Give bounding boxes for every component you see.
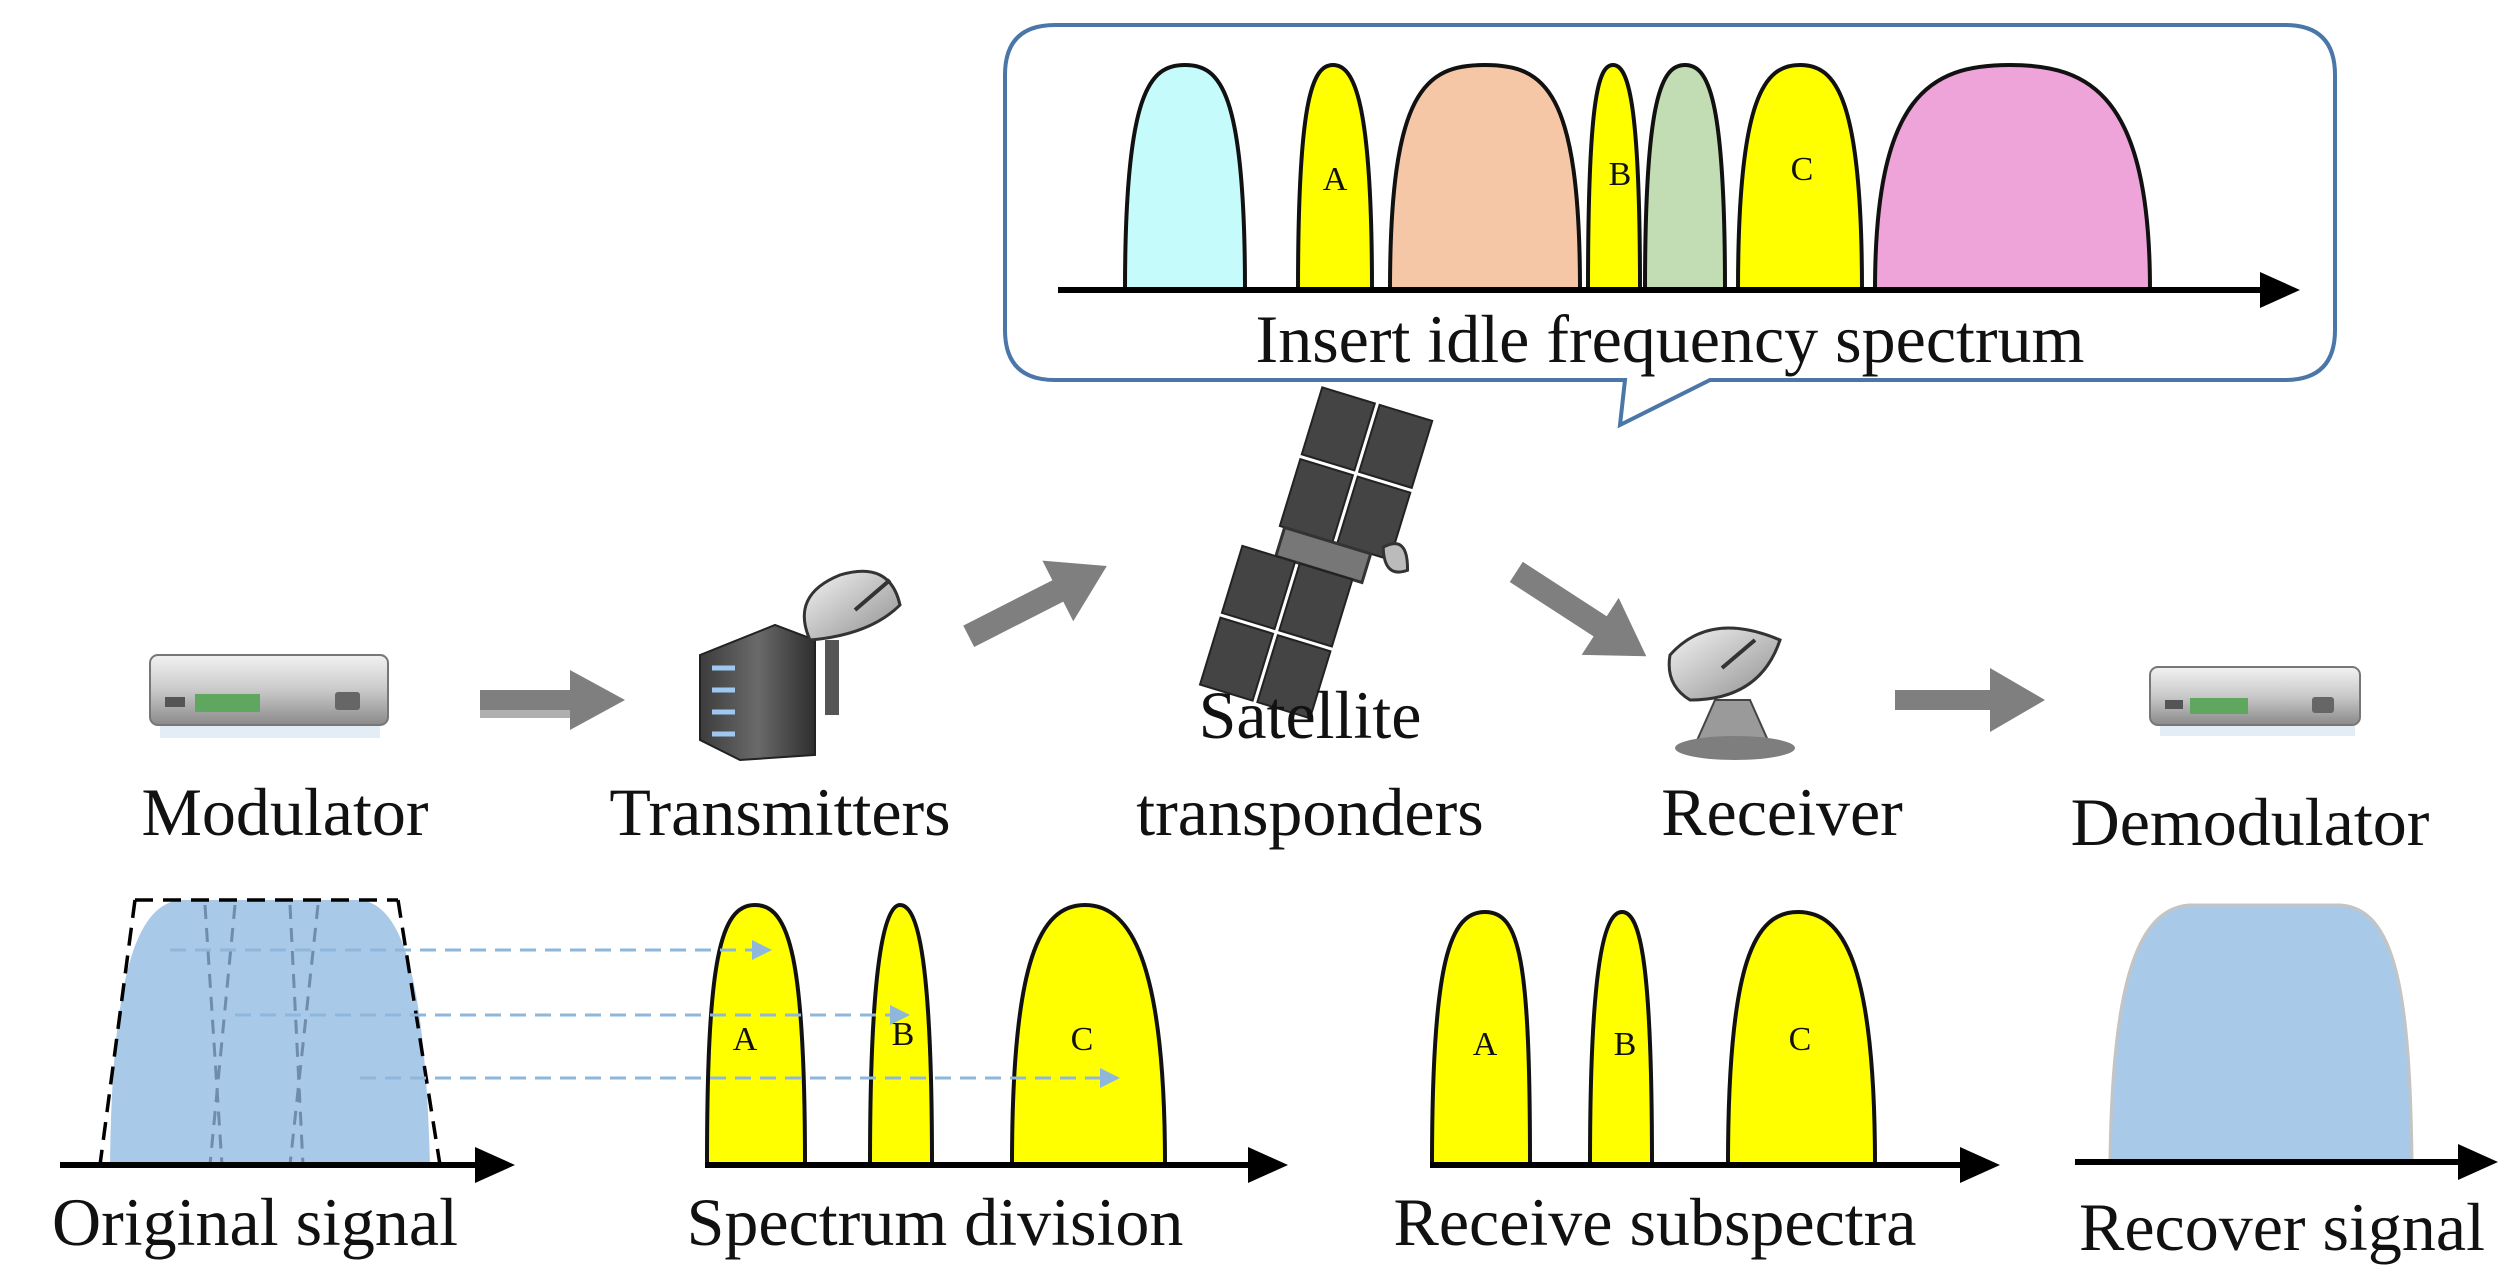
receive-subspectra-plot: A B C Receive subspectra	[1394, 909, 2000, 1260]
arrow-receiver-to-demodulator	[1895, 668, 2045, 732]
callout-axis-arrowhead	[2260, 272, 2300, 308]
callout-lobe-a-label: A	[1323, 161, 1348, 198]
recover-signal-axis-arrowhead	[2458, 1144, 2498, 1180]
arrow-satellite-to-receiver	[1509, 561, 1647, 657]
callout-lobe-b-label: B	[1609, 156, 1632, 193]
received-lobe-b-label: B	[1614, 1026, 1637, 1063]
received-lobe-b	[1587, 909, 1655, 1167]
arrow-modulator-to-transmitter-shade	[480, 710, 570, 718]
receive-subspectra-label: Receive subspectra	[1394, 1184, 1917, 1260]
callout-lobe-a	[1295, 62, 1375, 292]
callout-lobe-c	[1735, 62, 1865, 292]
idle-lobe-cyan	[1122, 62, 1248, 292]
division-lobe-c-label: C	[1071, 1021, 1094, 1058]
mapping-arrows	[170, 948, 1100, 1080]
arrow-transmitter-to-satellite	[963, 560, 1107, 648]
received-lobe-c	[1725, 909, 1878, 1167]
satellite-icon	[1198, 386, 1434, 720]
receive-subspectra-axis-arrowhead	[1960, 1147, 2000, 1183]
division-lobe-b-label: B	[892, 1016, 915, 1053]
original-signal-label: Original signal	[52, 1184, 458, 1260]
satellite-label-line1: Satellite	[1199, 677, 1422, 753]
demodulator-label: Demodulator	[2071, 784, 2430, 860]
satellite-dish-icon	[1381, 542, 1409, 574]
recovered-signal-shape	[2108, 903, 2414, 1164]
flow-arrows	[480, 560, 2045, 732]
idle-lobe-green	[1642, 62, 1728, 292]
recover-signal-label: Recover signal	[2079, 1189, 2485, 1265]
callout-lobe-b	[1585, 62, 1643, 292]
modulator-device-icon	[149, 654, 389, 738]
transmitter-dish-icon	[802, 569, 902, 642]
idle-lobe-peach	[1387, 62, 1583, 292]
original-signal-shape	[110, 900, 430, 1165]
idle-spectrum-callout: A B C Insert idle frequency spectrum	[1003, 23, 2337, 429]
received-lobe-a	[1429, 909, 1533, 1167]
division-lobe-c	[1009, 902, 1168, 1167]
spectrum-division-plot: A B C Spectrum division	[170, 902, 1288, 1260]
received-lobe-c-label: C	[1789, 1021, 1812, 1058]
callout-lobe-c-label: C	[1791, 151, 1814, 188]
division-lobe-a-label: A	[733, 1021, 758, 1058]
transmitters-label: Transmitters	[609, 774, 950, 850]
transmitter-tower-icon	[699, 569, 902, 762]
received-lobe-a-label: A	[1473, 1026, 1498, 1063]
demodulator-device-icon	[2149, 666, 2361, 736]
original-signal-axis-arrowhead	[475, 1147, 515, 1183]
division-lobe-b	[867, 902, 935, 1167]
division-lobe-a	[704, 902, 808, 1167]
division-boundary-right	[396, 899, 442, 1166]
division-boundary-left	[98, 899, 137, 1166]
original-signal-plot: Original signal	[52, 898, 515, 1260]
idle-lobe-pink	[1872, 62, 2153, 292]
callout-caption: Insert idle frequency spectrum	[1256, 301, 2085, 377]
spectrum-division-axis-arrowhead	[1248, 1147, 1288, 1183]
spectrum-division-label: Spectrum division	[687, 1184, 1184, 1260]
recover-signal-plot: Recover signal	[2075, 903, 2498, 1265]
arrow-modulator-to-transmitter	[480, 670, 625, 730]
receiver-label: Receiver	[1661, 774, 1903, 850]
satellite-label-line2: transponders	[1136, 774, 1483, 850]
receiver-dish-icon	[1667, 626, 1795, 760]
modulator-label: Modulator	[141, 774, 428, 850]
